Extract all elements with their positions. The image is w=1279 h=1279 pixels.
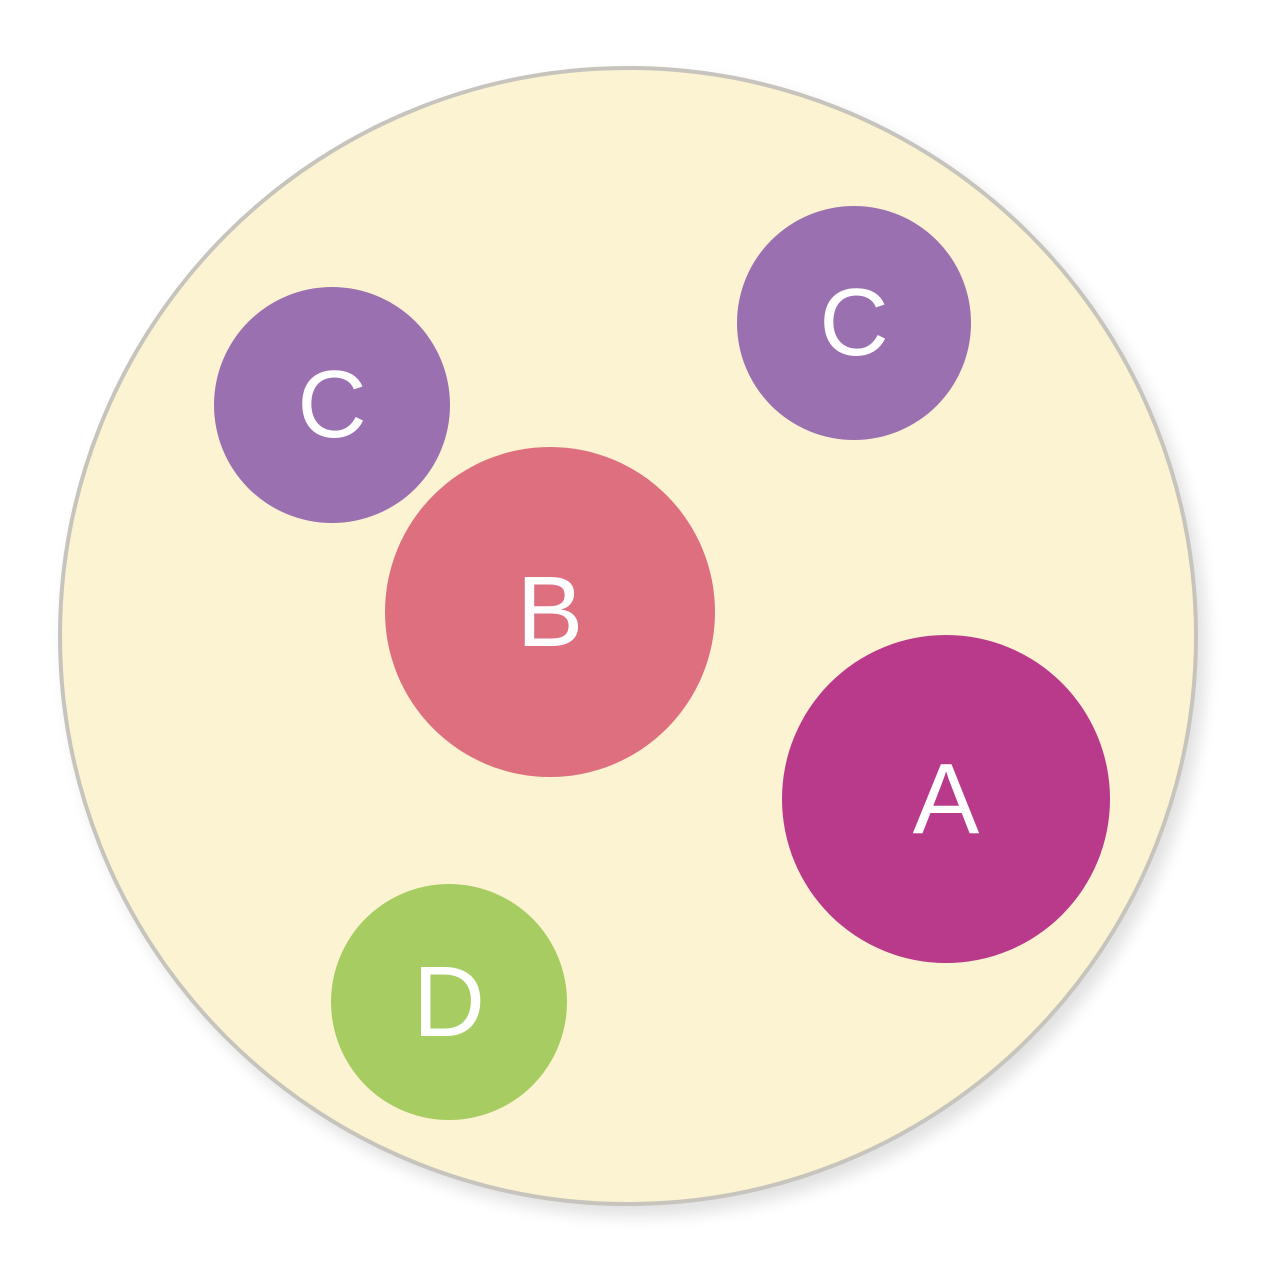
circle-c-left: C bbox=[214, 287, 450, 523]
circle-label: D bbox=[412, 946, 486, 1058]
circle-b: B bbox=[385, 447, 715, 777]
circle-c-right: C bbox=[737, 206, 971, 440]
circle-label: C bbox=[819, 269, 889, 376]
circle-label: A bbox=[912, 743, 980, 855]
circle-label: C bbox=[297, 351, 367, 458]
circle-d: D bbox=[331, 884, 567, 1120]
circle-a: A bbox=[782, 635, 1110, 963]
circle-label: B bbox=[516, 556, 584, 668]
